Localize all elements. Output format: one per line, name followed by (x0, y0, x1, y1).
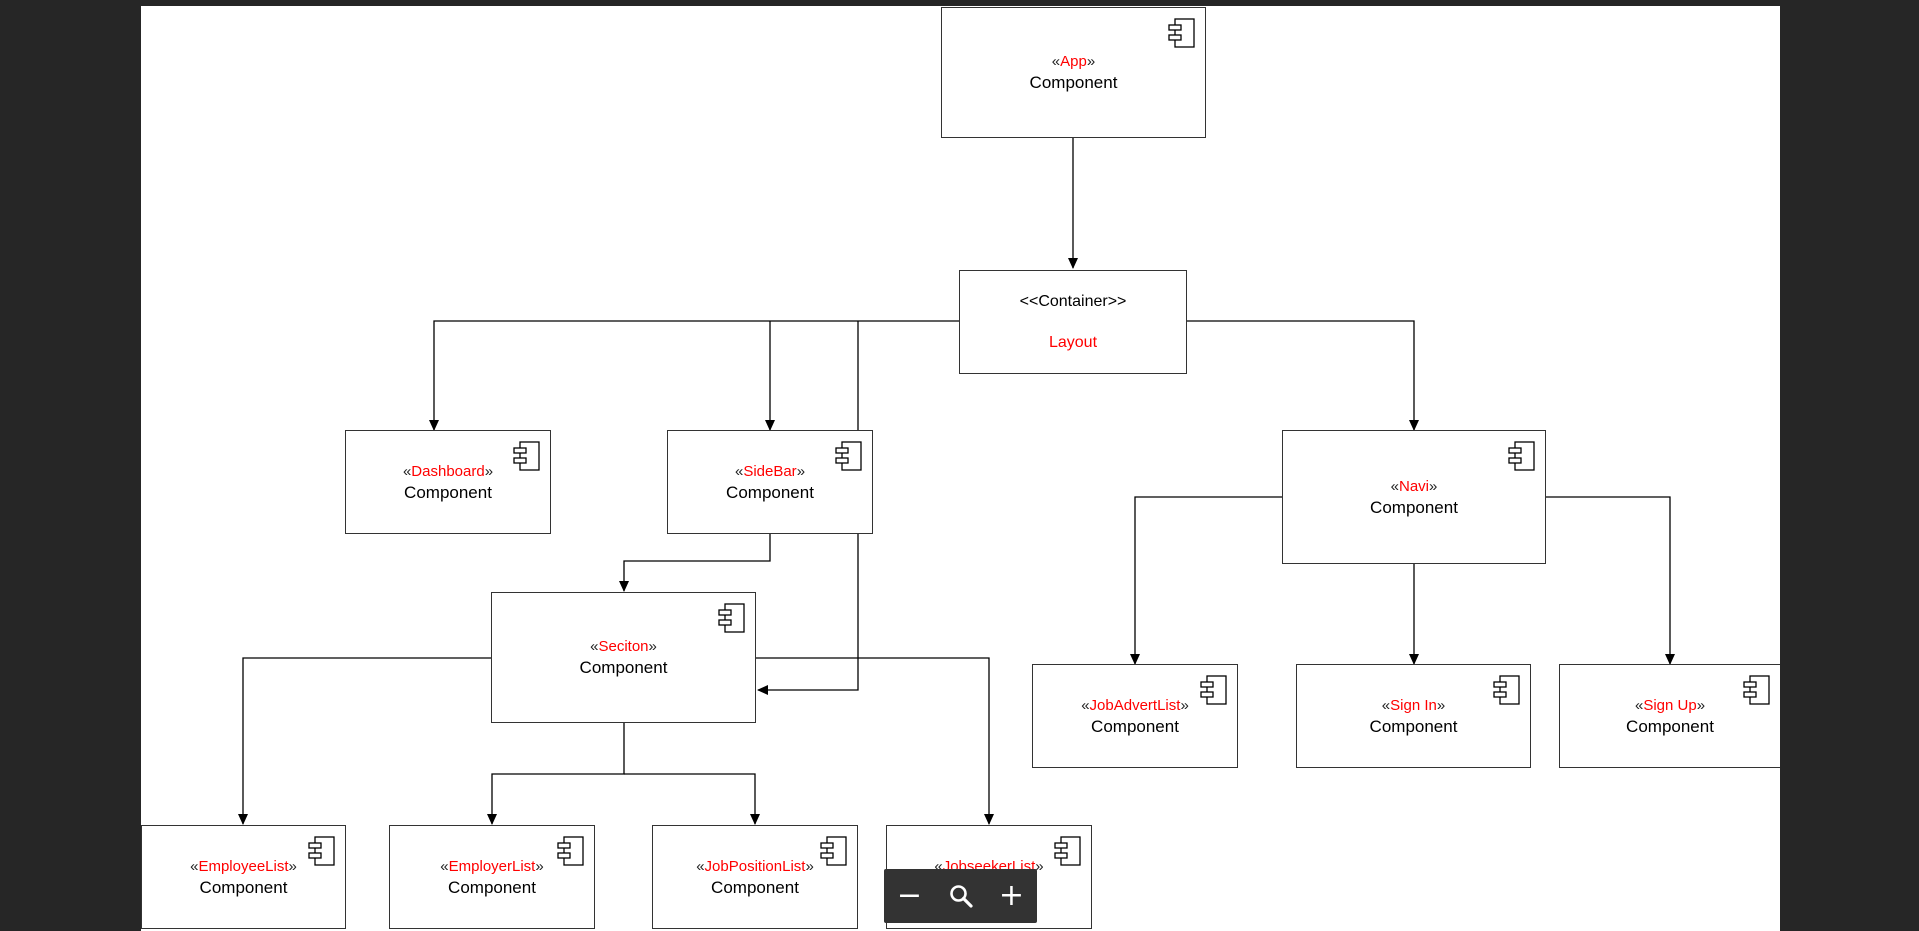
edge-container-navi (1187, 320, 1419, 431)
stereotype-label: «Sign In» (1381, 696, 1446, 714)
edge-navi-signup (1545, 496, 1675, 665)
stereotype-label: «SideBar» (734, 462, 806, 480)
component-icon (835, 441, 862, 471)
employeelist-component[interactable]: «EmployeeList» Component (141, 825, 346, 929)
edge-navi-jobadvertlist (1130, 496, 1282, 665)
zoom-out-button[interactable]: − (890, 876, 930, 916)
component-icon (308, 836, 335, 866)
component-type-label: Component (1370, 497, 1458, 517)
jobpositionlist-component[interactable]: «JobPositionList» Component (652, 825, 858, 929)
jobadvertlist-component[interactable]: «JobAdvertList» Component (1032, 664, 1238, 768)
diagram-canvas[interactable]: «App» Component <<Container>> Layout «Da… (141, 6, 1780, 931)
component-type-label: Component (1029, 73, 1118, 92)
stereotype-label: «EmployerList» (440, 857, 544, 875)
component-type-label: Component (1369, 716, 1458, 736)
component-type-label: Component (711, 877, 799, 897)
app-component[interactable]: «App» Component (941, 7, 1206, 138)
zoom-out-icon: − (896, 878, 923, 913)
stereotype-label: «Dashboard» (402, 462, 494, 480)
component-icon (820, 836, 847, 866)
component-type-label: Component (579, 658, 668, 677)
signin-component[interactable]: «Sign In» Component (1296, 664, 1531, 768)
component-icon (1508, 441, 1535, 471)
stereotype-label: «EmployeeList» (190, 857, 297, 875)
stereotype-label: «Sign Up» (1634, 696, 1706, 714)
navi-component[interactable]: «Navi» Component (1282, 430, 1546, 564)
component-icon (1168, 18, 1195, 48)
component-icon (1200, 675, 1227, 705)
component-icon (1493, 675, 1520, 705)
zoom-in-button[interactable]: + (992, 876, 1032, 916)
edge-section-jobpositionlist (624, 773, 760, 825)
component-type-label: Component (1091, 716, 1179, 736)
edge-section-employerlist (487, 722, 625, 825)
stereotype-label: «Seciton» (590, 638, 657, 655)
component-type-label: Component (404, 482, 492, 502)
zoom-toolbar: − + (884, 869, 1037, 923)
stereotype-label: «Navi» (1390, 477, 1438, 495)
signup-component[interactable]: «Sign Up» Component (1559, 664, 1780, 768)
dashboard-component[interactable]: «Dashboard» Component (345, 430, 551, 534)
employerlist-component[interactable]: «EmployerList» Component (389, 825, 595, 929)
component-type-label: Component (726, 482, 814, 502)
sidebar-component[interactable]: «SideBar» Component (667, 430, 873, 534)
component-icon (1054, 836, 1081, 866)
layout-container[interactable]: <<Container>> Layout (959, 270, 1187, 374)
stereotype-label: «JobPositionList» (696, 857, 814, 875)
zoom-reset-button[interactable] (941, 876, 981, 916)
edge-sidebar-section (619, 533, 771, 592)
zoom-reset-icon (949, 885, 973, 908)
component-type-label: Component (199, 877, 288, 897)
zoom-in-icon: + (998, 878, 1025, 913)
stereotype-label: «App» (1051, 53, 1096, 70)
section-component[interactable]: «Seciton» Component (491, 592, 756, 723)
container-stereotype-label: <<Container>> (1019, 292, 1127, 310)
diagram-edges (238, 137, 1675, 825)
component-icon (557, 836, 584, 866)
component-icon (513, 441, 540, 471)
component-type-label: Component (448, 877, 536, 897)
stereotype-label: «JobAdvertList» (1081, 696, 1189, 714)
edge-container-dashboard (429, 320, 959, 431)
component-icon (1743, 675, 1770, 705)
component-icon (718, 603, 745, 633)
component-type-label: Component (1626, 716, 1714, 736)
edge-section-jobseekerlist (755, 657, 994, 825)
edge-section-employeelist (238, 657, 491, 825)
container-name-label: Layout (1048, 333, 1098, 351)
